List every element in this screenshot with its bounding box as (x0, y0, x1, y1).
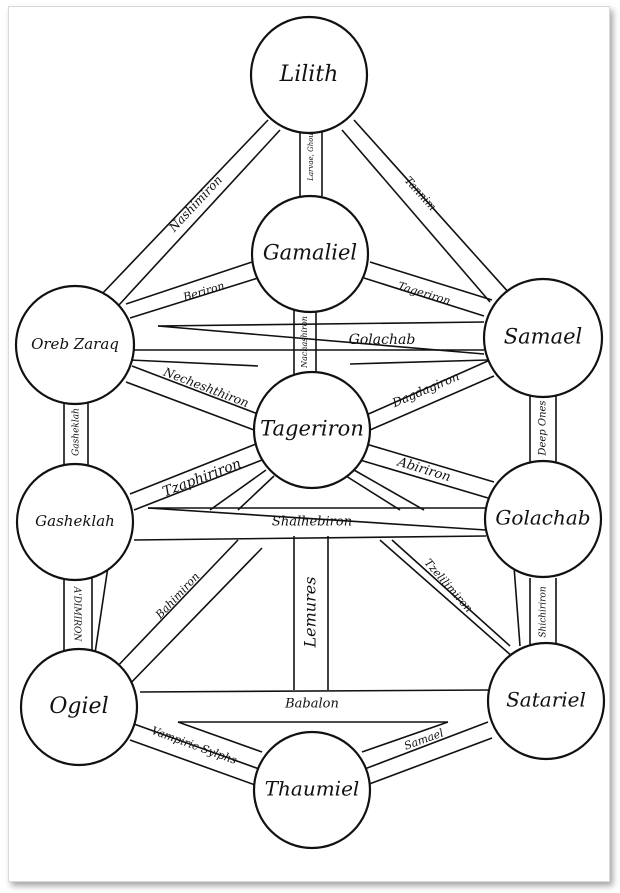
path-line-lilith-oreb-a (99, 119, 269, 297)
node-circle-samael (482, 277, 604, 399)
node-circle-ogiel (19, 647, 139, 767)
node-circle-thaumiel (252, 730, 372, 850)
path-label-deep-ones: Deep Ones (538, 400, 549, 456)
path-line-tzelilimiron-a (379, 539, 515, 659)
node-label-lilith: Lilith (279, 62, 339, 87)
node-gamaliel: Gamaliel (250, 194, 370, 314)
path-line-samael-tageriron-b (369, 375, 495, 431)
node-circle-golachab (483, 459, 603, 579)
path-line-thaumiel-wedge-left (177, 721, 263, 753)
node-label-ogiel: Ogiel (49, 694, 108, 719)
node-tageriron: Tageriron (252, 370, 372, 490)
node-circle-gamaliel (250, 194, 370, 314)
path-label-tannim: Tannim (402, 174, 439, 213)
path-line-gamaliel-oreb-b (129, 277, 259, 319)
path-line-thaumiel-wedge-right (361, 721, 449, 753)
path-label-lemures: Lemures (301, 577, 320, 649)
qliphoth-nodes: Lilith Gamaliel Oreb Zaraq Samael Tageri… (14, 15, 606, 850)
path-line-ray-b (237, 475, 275, 511)
path-line-satariel-thaumiel-a (361, 721, 489, 771)
path-line-oreb-wedge (129, 359, 259, 367)
node-label-gasheklah: Gasheklah (35, 512, 115, 530)
node-lilith: Lilith (249, 15, 369, 135)
node-oreb-zaraq: Oreb Zaraq (14, 284, 136, 406)
node-circle-satariel (486, 641, 606, 761)
node-label-oreb-zaraq: Oreb Zaraq (31, 335, 119, 353)
path-line-ray-a (209, 469, 267, 511)
node-label-golachab: Golachab (495, 506, 590, 530)
path-label-adimiron: A'DIMIRON (72, 586, 82, 643)
path-line-oreb-tageriron-a (131, 365, 259, 415)
path-line-oreb-tageriron-b (125, 381, 255, 431)
path-label-necheshthiron: Necheshthiron (161, 364, 251, 410)
path-label-gasheklah: Gasheklah (72, 408, 82, 456)
path-label-shichiriron: Shichiriron (539, 586, 549, 637)
path-line-lilith-samael-b (341, 129, 491, 303)
path-line-lilith-oreb-b (117, 129, 281, 307)
path-line-gamaliel-samael-b (363, 277, 485, 317)
path-line-lilith-samael-a (353, 119, 511, 295)
path-line-tageriron-gasheklah-a (129, 443, 257, 495)
node-ogiel: Ogiel (19, 647, 139, 767)
path-line-ray-c (345, 475, 401, 511)
node-circle-tageriron (252, 370, 372, 490)
path-line-gamaliel-samael-a (369, 261, 493, 301)
node-satariel: Satariel (486, 641, 606, 761)
node-label-gamaliel: Gamaliel (263, 241, 357, 265)
path-label-dagdagiron: Dagdagiron (389, 369, 461, 410)
node-label-thaumiel: Thaumiel (265, 777, 360, 801)
path-label-nashimiron: Nashimiron (166, 173, 226, 235)
path-label-tzelilimiron: Tzelilimiron (422, 556, 476, 615)
path-label-vampiric-sylphs: Vampiric Sylphs (150, 724, 239, 767)
path-label-tageriron: Tageriron (396, 279, 452, 307)
path-line-ogiel-thaumiel-b (129, 739, 259, 787)
path-line-bahimiron-b (123, 547, 263, 691)
node-circle-lilith (249, 15, 369, 135)
path-line-ogiel-thaumiel-a (133, 723, 263, 771)
path-line-tageriron-golachab-b (359, 459, 489, 499)
path-line-golachab-top (157, 321, 485, 327)
path-label-babalon: Babalon (284, 697, 339, 712)
path-line-tageriron-gasheklah-b (133, 459, 263, 511)
node-label-samael: Samael (504, 325, 582, 349)
path-lines (63, 112, 557, 787)
node-circle-oreb-zaraq (14, 284, 136, 406)
node-label-satariel: Satariel (506, 688, 586, 712)
path-line-tzelilimiron-b (391, 539, 511, 647)
node-golachab: Golachab (483, 459, 603, 579)
path-line-gasheklah-golachab (133, 535, 487, 541)
path-line-shalhebiron-diag (147, 507, 487, 531)
path-line-satariel-thaumiel-b (363, 737, 493, 787)
node-samael: Samael (482, 277, 604, 399)
path-line-gamaliel-oreb-a (125, 261, 253, 305)
node-circle-gasheklah (15, 462, 135, 582)
path-line-samael-tageriron-a (363, 359, 491, 417)
path-line-tageriron-golachab-a (365, 443, 495, 483)
node-gasheklah: Gasheklah (15, 462, 135, 582)
path-label-tzaphiriron: Tzaphiriron (160, 456, 243, 501)
path-line-ray-d (353, 469, 425, 511)
path-line-samael-wedge (349, 359, 489, 365)
path-label-abiriron: Abiriron (395, 455, 453, 486)
path-label-golachab: Golachab (349, 332, 416, 348)
path-label-larvae-ghouls: Larvae, Ghouls (307, 127, 315, 182)
node-label-tageriron: Tageriron (260, 417, 364, 441)
path-label-bahimiron: Bahimiron (152, 570, 202, 622)
path-line-babalon (139, 689, 491, 693)
path-label-shalhebiron: Shalhebiron (272, 515, 352, 530)
path-line-bahimiron-a (111, 539, 239, 673)
node-thaumiel: Thaumiel (252, 730, 372, 850)
path-label-nachashiron: Nachashiron (300, 316, 309, 369)
